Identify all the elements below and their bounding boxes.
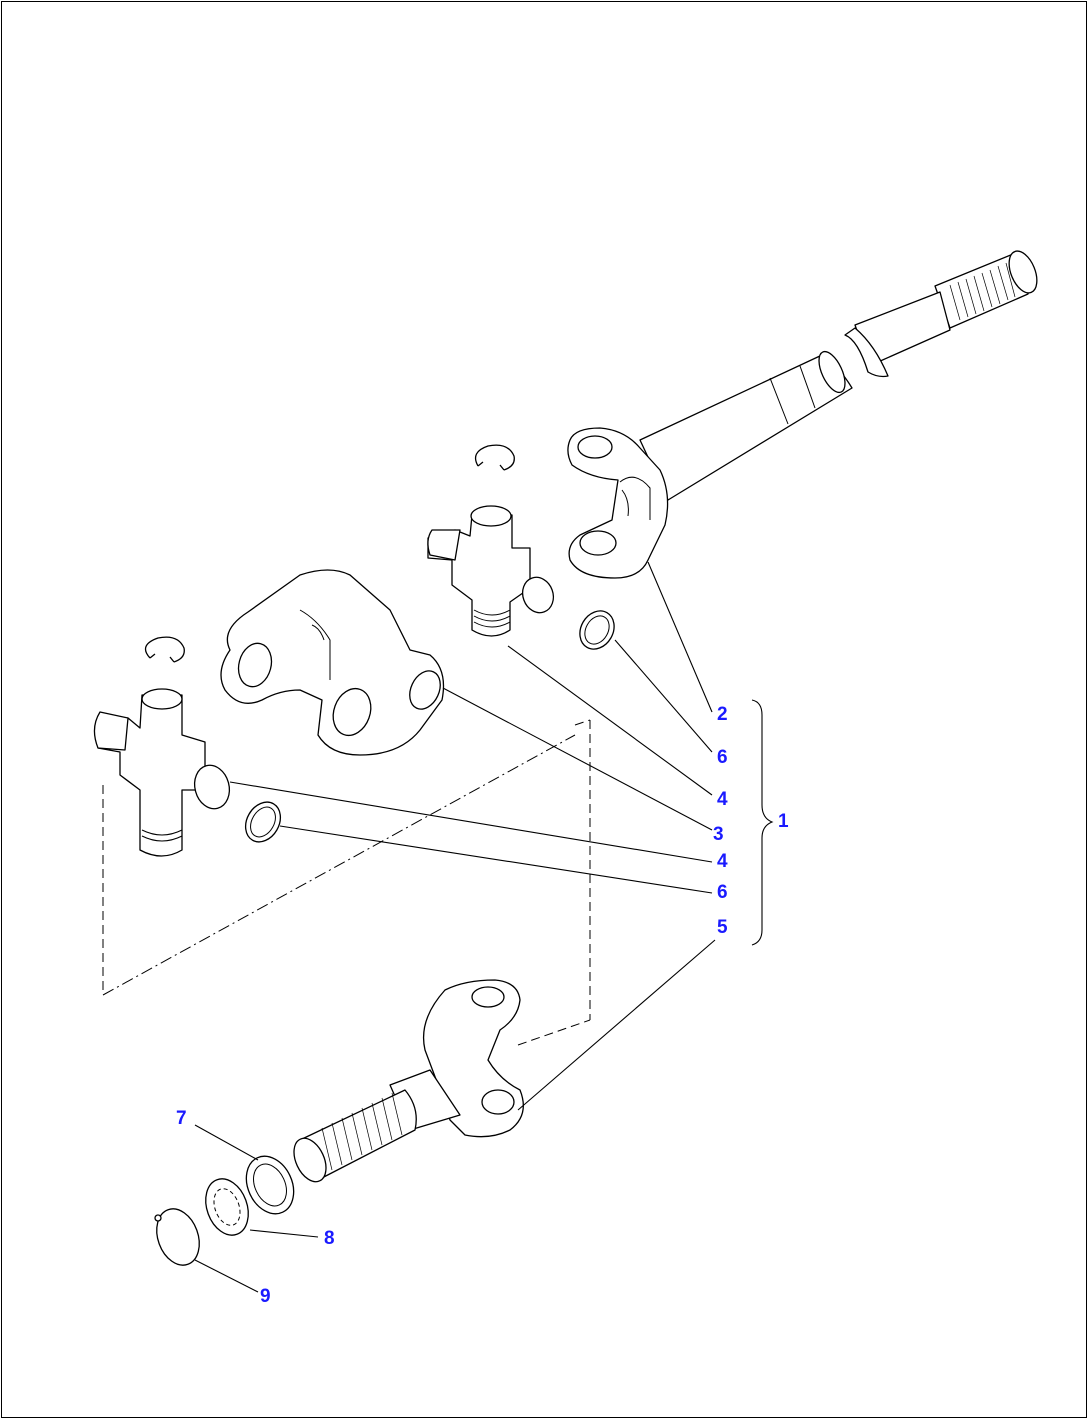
callout-9: 9 bbox=[260, 1286, 271, 1307]
assembly-dashed-lines bbox=[102, 719, 591, 1046]
spider-lower bbox=[93, 688, 231, 857]
snap-ring-mid-right bbox=[579, 610, 615, 650]
snap-ring-top bbox=[474, 444, 515, 471]
callout-8: 8 bbox=[324, 1228, 335, 1249]
callout-7: 7 bbox=[176, 1108, 187, 1129]
inner-axle-shaft bbox=[567, 250, 1038, 579]
center-double-yoke bbox=[220, 569, 445, 756]
callout-6-upper: 6 bbox=[717, 747, 728, 768]
group-bracket bbox=[751, 699, 774, 946]
snap-ring-left-top bbox=[144, 636, 185, 663]
callout-1: 1 bbox=[778, 811, 789, 832]
spider-upper bbox=[427, 505, 555, 637]
callout-6-lower: 6 bbox=[717, 882, 728, 903]
callout-3: 3 bbox=[713, 824, 724, 845]
callout-4-upper: 4 bbox=[717, 789, 728, 810]
lock-washer bbox=[205, 1178, 249, 1236]
outer-yoke-shaft bbox=[293, 979, 524, 1183]
end-cap bbox=[154, 1208, 200, 1266]
callout-5: 5 bbox=[717, 917, 728, 938]
snap-ring-lower bbox=[244, 801, 282, 843]
washer bbox=[245, 1155, 295, 1215]
callout-labels: 2 6 4 3 1 4 6 5 7 8 9 bbox=[176, 704, 789, 1307]
leader-lines bbox=[194, 561, 716, 1293]
callout-2: 2 bbox=[717, 704, 728, 725]
callout-4-lower: 4 bbox=[717, 851, 728, 872]
